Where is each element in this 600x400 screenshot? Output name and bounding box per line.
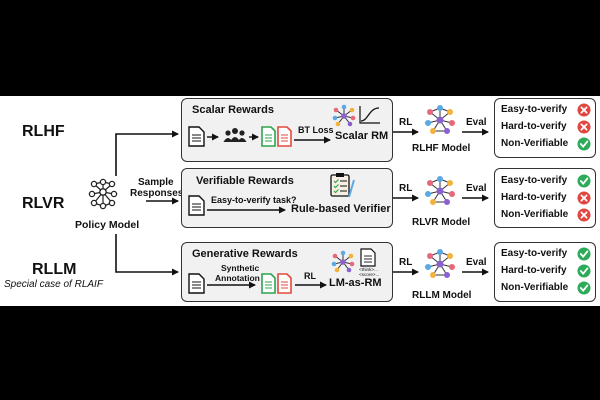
rllm-model-label: RLLM Model [412,290,472,301]
rllm-eval-nonver: Non-Verifiable [501,282,569,293]
score-tag-label: <score>... [359,272,380,277]
reward-model-network-icon [332,104,356,127]
document-icon [188,126,205,147]
eval-label-rlhf: Eval [466,117,487,128]
check-icon [577,281,591,295]
rlvr-eval-nonver: Non-Verifiable [501,209,569,220]
branch-rlhf-arrow [115,130,179,176]
eval-label-rllm: Eval [466,257,487,268]
document-icon-rlvr [188,195,205,216]
lm-as-rm-label: LM-as-RM [329,277,382,289]
cross-icon [577,191,591,205]
rlhf-eval-easy: Easy-to-verify [501,104,568,115]
reasoning-document-icon [360,248,376,267]
rejected-document-icon-rllm [277,273,292,294]
check-icon [577,174,591,188]
checklist-clipboard-icon [330,173,355,198]
rl-label-rlhf: RL [399,117,413,128]
preferred-document-icon [261,126,276,147]
rlhf-model-network-icon [425,105,455,134]
rule-based-verifier-label: Rule-based Verifier [291,203,391,215]
rlvr-box-graphics [188,173,355,216]
think-tag-label: <think>... [359,267,378,272]
scalar-rewards-title: Scalar Rewards [192,104,274,116]
rlvr-eval-hard: Hard-to-verify [501,192,567,203]
annotation-label: Annotation [215,273,260,283]
rl-label-rlvr: RL [399,183,413,194]
annotators-icon [223,128,247,142]
rllm-rl-label: RL [304,271,316,281]
rlhf-box-graphics [188,104,380,147]
cross-icon [577,120,591,134]
generative-rewards-title: Generative Rewards [192,248,298,260]
policy-model-label: Policy Model [75,219,140,231]
sigmoid-chart-icon [359,106,380,124]
bt-loss-label: BT Loss [298,125,334,135]
rlhf-model-label: RLHF Model [412,143,471,154]
network-icon [88,178,118,210]
method-label-rllm: RLLM [32,261,77,278]
sample-label-line2: Responses [130,188,184,199]
verifiable-rewards-title: Verifiable Rewards [196,175,294,187]
preferred-document-icon-rllm [261,273,276,294]
check-icon [577,137,591,151]
branch-rllm-arrow [115,234,179,276]
document-icon-rllm [188,273,205,294]
rlhf-eval-hard: Hard-to-verify [501,121,567,132]
check-icon [577,247,591,261]
check-icon [577,264,591,278]
cross-icon [577,103,591,117]
rlvr-eval-easy: Easy-to-verify [501,175,568,186]
trained-models-layer [425,105,455,278]
rllm-box-graphics [188,248,376,294]
lm-reward-model-network-icon [331,250,355,273]
scalar-rm-label: Scalar RM [335,130,389,142]
rlhf-eval-nonver: Non-Verifiable [501,138,569,149]
sample-label-line1: Sample [138,177,174,188]
connectors-layer [115,128,489,276]
method-label-rlvr: RLVR [22,195,65,212]
rllm-eval-hard: Hard-to-verify [501,265,567,276]
easy-task-question: Easy-to-verify task? [211,195,297,205]
eval-result-badges [577,103,591,295]
diagram-canvas: RLHF RLVR RLLM Special case of RLAIF Pol… [0,96,600,306]
rlvr-model-label: RLVR Model [412,217,471,228]
synthetic-label: Synthetic [221,263,260,273]
rejected-document-icon [277,126,292,147]
rl-label-rllm: RL [399,257,413,268]
method-label-rlhf: RLHF [22,123,65,140]
rlvr-model-network-icon [425,176,455,205]
verifiable-rewards-box [181,168,393,228]
rllm-eval-easy: Easy-to-verify [501,248,568,259]
eval-label-rlvr: Eval [466,183,487,194]
cross-icon [577,208,591,222]
rllm-model-network-icon [425,249,455,278]
method-note-rllm: Special case of RLAIF [4,279,103,290]
